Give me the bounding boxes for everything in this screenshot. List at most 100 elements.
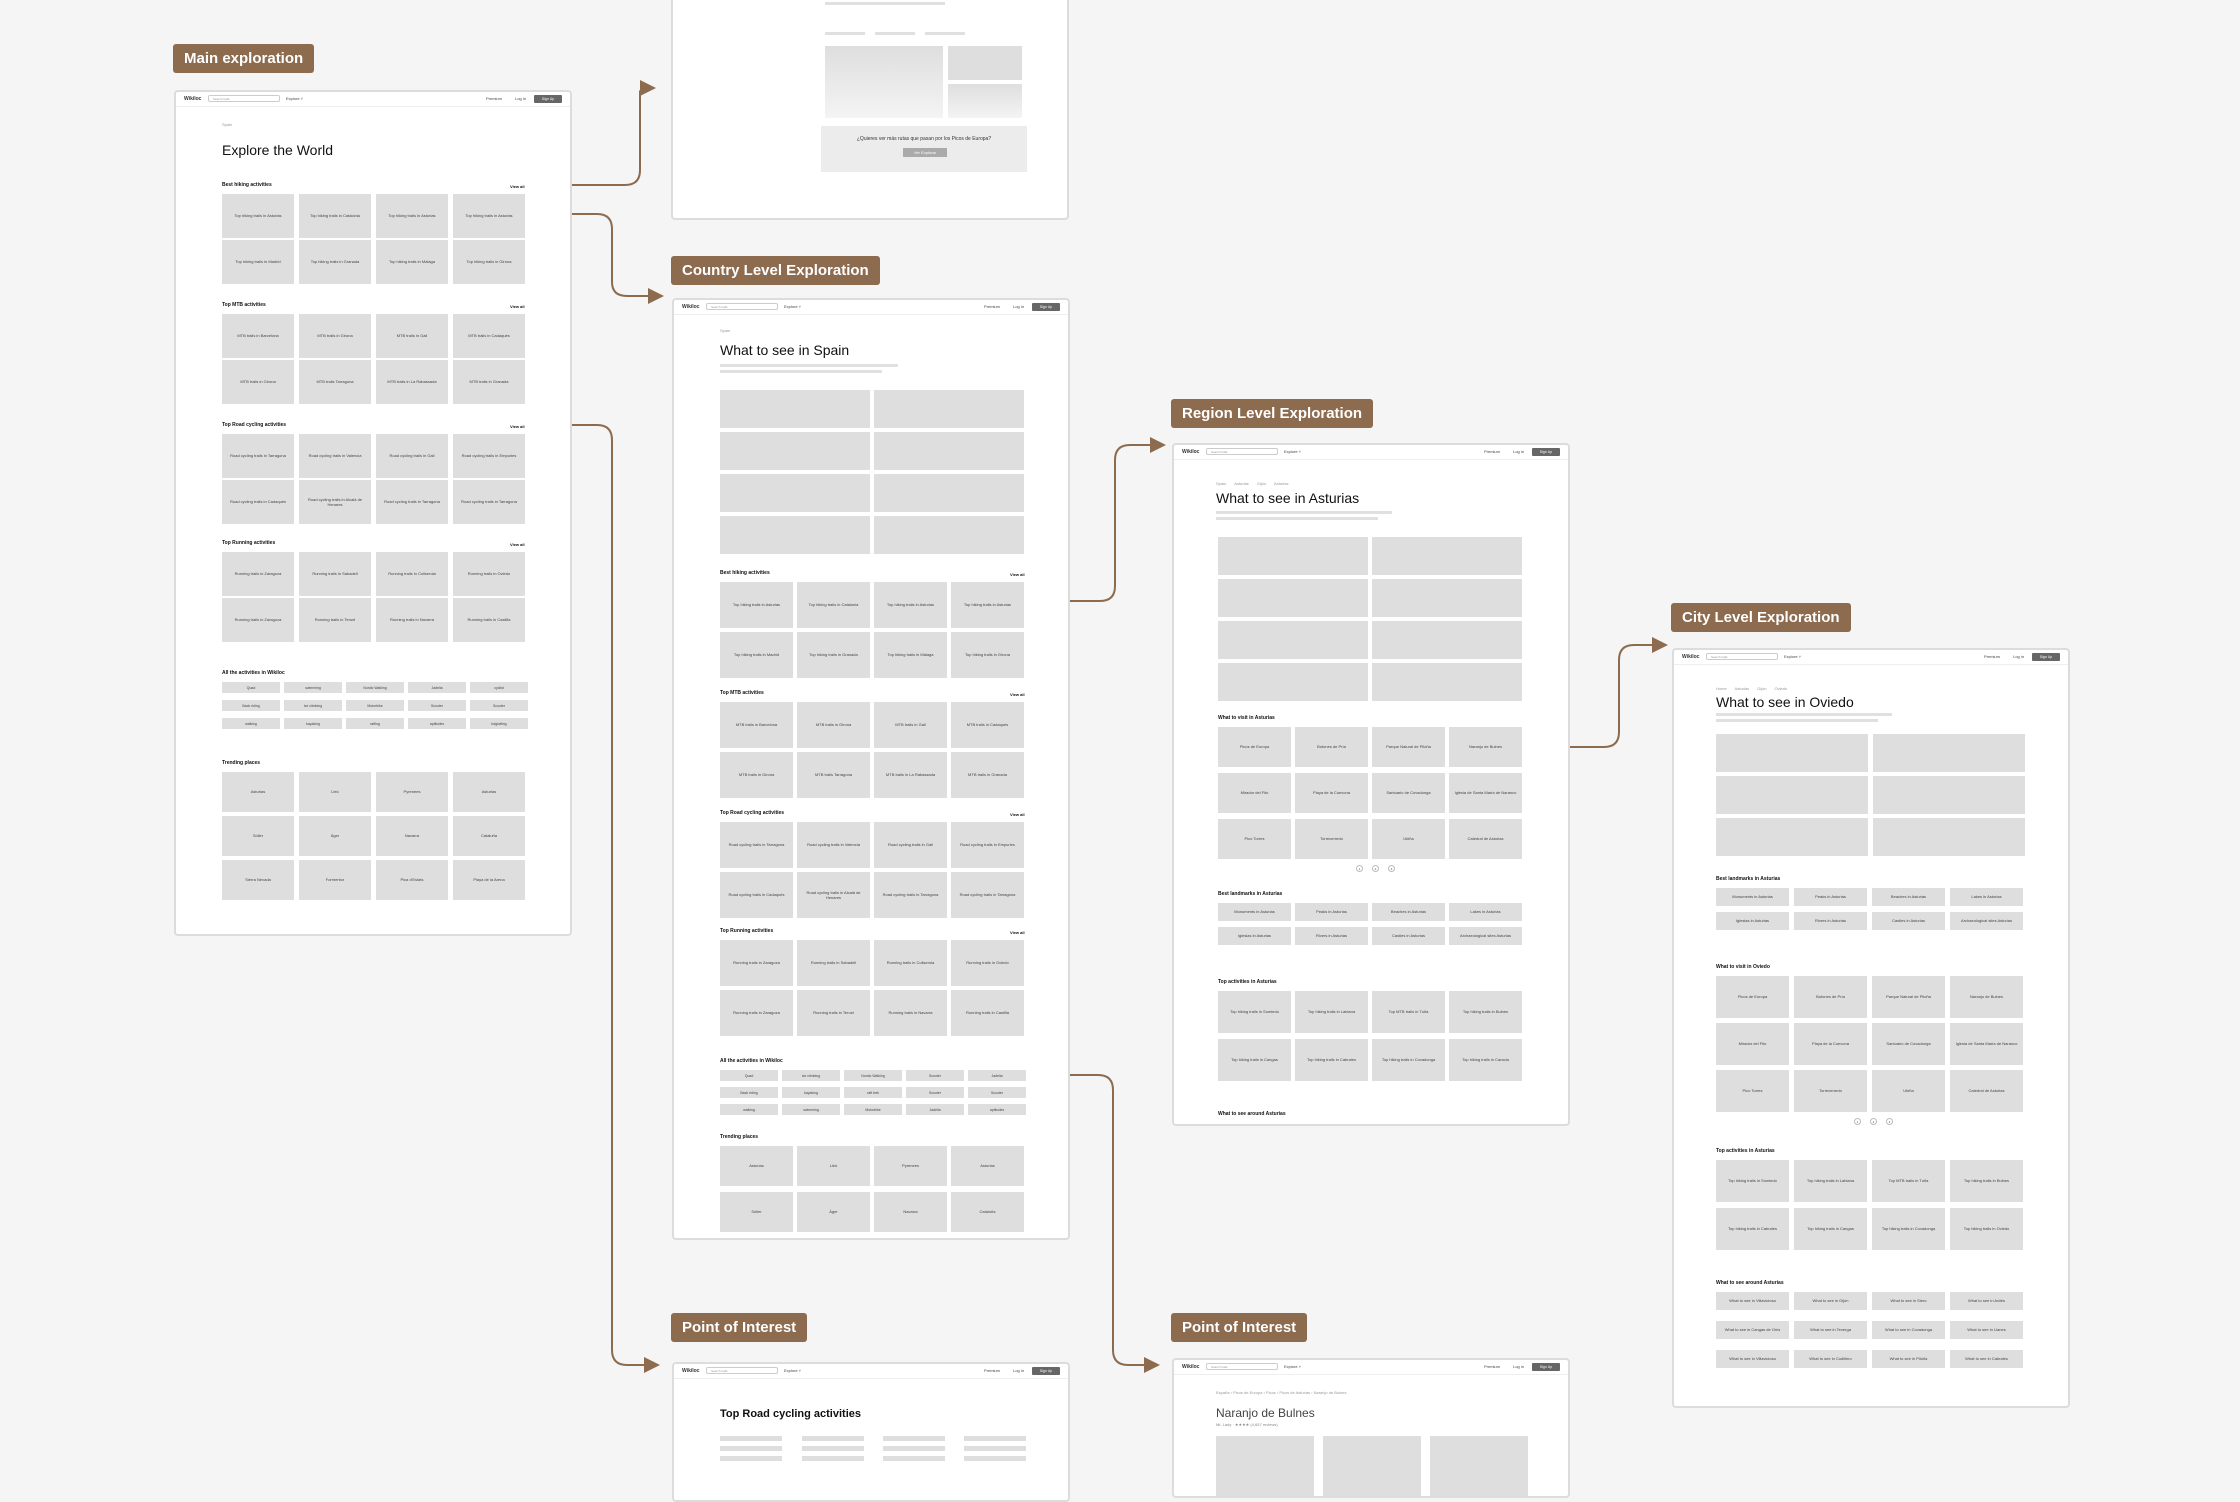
activity-chip[interactable]: aptitudes [968, 1104, 1026, 1115]
tile-mtb[interactable]: MTB trails in Granada [453, 360, 525, 404]
tile-road[interactable]: Road cycling trails in Tarragona [222, 434, 294, 478]
tile-place[interactable]: Iglesia de Santa María de Naranco [1950, 1023, 2023, 1065]
pagination-dot[interactable]: 2 [1372, 865, 1379, 872]
login-link[interactable]: Log in [1013, 304, 1024, 309]
breadcrumb-item[interactable]: Spain [1216, 481, 1227, 486]
tile-activity[interactable]: Top hiking trails in Oviedo [1950, 1208, 2023, 1250]
tile-place[interactable]: Playa de la Cuevona [1295, 773, 1368, 813]
tile-place[interactable]: Parque Natural de Piloña [1872, 976, 1945, 1018]
breadcrumb[interactable]: Spain [720, 328, 731, 333]
pagination-dot[interactable]: 1 [1356, 865, 1363, 872]
explore-menu[interactable]: Explore ˅ [1784, 654, 1802, 659]
activity-chip[interactable]: kayaking [782, 1087, 840, 1098]
tile-mtb[interactable]: MTB trails in La Rabassada [376, 360, 448, 404]
tile-running[interactable]: Running trails in Collserola [376, 552, 448, 596]
breadcrumb-item[interactable]: Oviedo [1774, 686, 1788, 691]
tile-trending[interactable]: Lleó [797, 1146, 870, 1186]
tile-around[interactable]: What to see in Avilés [1950, 1292, 2023, 1310]
tile-road[interactable]: Road cycling trails in Gali [874, 822, 947, 868]
activity-chip[interactable]: Jadelia [408, 682, 466, 693]
activity-chip[interactable]: Back riding [720, 1087, 778, 1098]
tile-landmark[interactable]: Monuments in Asturias [1716, 888, 1789, 906]
tile-around[interactable]: What to see in Cudillero [1794, 1350, 1867, 1368]
tile-around[interactable]: What to see in Teverga [1794, 1321, 1867, 1339]
breadcrumb-item[interactable]: Asturias [1234, 481, 1249, 486]
tile-mtb[interactable]: MTB trails in Barcelona [222, 314, 294, 358]
tile-trending[interactable]: Asturias [720, 1146, 793, 1186]
tile-place[interactable]: Catedral de Asturias [1449, 819, 1522, 859]
tile-around[interactable]: What to see in Villaviciosa [1716, 1292, 1789, 1310]
login-link[interactable]: Log in [1513, 1364, 1524, 1369]
search-input[interactable]: Search trails [1206, 1363, 1278, 1370]
tile-around[interactable]: What to see in Siero [1872, 1292, 1945, 1310]
breadcrumb[interactable]: Spain [222, 122, 233, 127]
view-all-link[interactable]: View all [1010, 572, 1025, 577]
tile-landmark[interactable]: Castles in Asturias [1372, 927, 1445, 945]
tile-trending[interactable]: Cataluña [951, 1192, 1024, 1232]
tile-place[interactable]: Torrecerredo [1295, 819, 1368, 859]
tile-hiking[interactable]: Top hiking trails in Girona [453, 240, 525, 284]
search-input[interactable]: Search trails [706, 303, 778, 310]
tile-hiking[interactable]: Top hiking trails in Asturias [453, 194, 525, 238]
tile-activity[interactable]: Top hiking trails in Labiana [1295, 991, 1368, 1033]
tile-hiking[interactable]: Top hiking trails in Granada [797, 632, 870, 678]
tile-road[interactable]: Road cycling trails in Tarragona [376, 480, 448, 524]
tile-around[interactable]: What to see in Cabrales [1950, 1350, 2023, 1368]
tile-hiking[interactable]: Top hiking trails in Asturias [720, 582, 793, 628]
tile-mtb[interactable]: MTB trails in La Rabassada [874, 752, 947, 798]
activity-chip[interactable]: Scooter [906, 1070, 964, 1081]
pagination-dot[interactable]: 3 [1886, 1118, 1893, 1125]
tile-hiking[interactable]: Top hiking trails in Asturias [376, 194, 448, 238]
breadcrumb-item[interactable]: Asturias [1274, 481, 1289, 486]
signup-button[interactable]: Sign Up [1532, 1363, 1560, 1371]
tile-road[interactable]: Road cycling trails in Cadaqués [720, 872, 793, 918]
pagination-dot[interactable]: 3 [1388, 865, 1395, 872]
tile-activity[interactable]: Top hiking trails in Covadonga [1372, 1039, 1445, 1081]
activity-chip[interactable]: Scooter [968, 1087, 1026, 1098]
tile-running[interactable]: Running trails in Teruel [797, 990, 870, 1036]
tile-landmark[interactable]: Beaches in Asturias [1872, 888, 1945, 906]
tile-road[interactable]: Road cycling trails in Tarragona [720, 822, 793, 868]
tile-mtb[interactable]: MTB trails in Granada [951, 752, 1024, 798]
tile-landmark[interactable]: Peaks in Asturias [1295, 903, 1368, 921]
activity-chip[interactable]: Nordic Walking [346, 682, 404, 693]
login-link[interactable]: Log in [1513, 449, 1524, 454]
tile-road[interactable]: Road cycling trails in Alcalá de Henares [299, 480, 371, 524]
tile-trending[interactable]: Pica d'Estats [376, 860, 448, 900]
tile-trending[interactable]: Sóller [222, 816, 294, 856]
premium-link[interactable]: Premium [1483, 449, 1500, 454]
tile-place[interactable]: Naranjo de Bulnes [1950, 976, 2023, 1018]
signup-button[interactable]: Sign Up [1032, 1367, 1060, 1375]
view-all-link[interactable]: View all [510, 304, 525, 309]
tile-trending[interactable]: Sierra Nevada [222, 860, 294, 900]
search-input[interactable]: Search trails [1706, 653, 1778, 660]
explore-menu[interactable]: Explore ˅ [286, 96, 304, 101]
tile-hiking[interactable]: Top hiking trails in Granada [299, 240, 371, 284]
tile-mtb[interactable]: MTB trails in Girona [299, 314, 371, 358]
activity-chip[interactable]: Scooter [470, 700, 528, 711]
activity-chip[interactable]: Motorbike [346, 700, 404, 711]
activity-chip[interactable]: ice climbing [284, 700, 342, 711]
tile-activity[interactable]: Top hiking trails in Somiedo [1716, 1160, 1789, 1202]
activity-chip[interactable]: kayaking [284, 718, 342, 729]
tile-activity[interactable]: Top hiking trails in Cangas [1218, 1039, 1291, 1081]
tile-landmark[interactable]: Beaches in Asturias [1372, 903, 1445, 921]
tile-trending[interactable]: Cataluña [453, 816, 525, 856]
activity-chip[interactable]: walking [222, 718, 280, 729]
search-input[interactable]: Search trails [208, 95, 280, 102]
pagination-dot[interactable]: 1 [1854, 1118, 1861, 1125]
tile-activity[interactable]: Top hiking trails in Covadonga [1872, 1208, 1945, 1250]
tile-landmark[interactable]: Lakes in Asturias [1950, 888, 2023, 906]
pagination-dot[interactable]: 2 [1870, 1118, 1877, 1125]
tile-place[interactable]: Santuario de Covadonga [1372, 773, 1445, 813]
tile-activity[interactable]: Top hiking trails in Bulnes [1449, 991, 1522, 1033]
tile-trending[interactable]: Sóller [720, 1192, 793, 1232]
tile-around[interactable]: What to see in Villaviciosa [1716, 1350, 1789, 1368]
tile-around[interactable]: What to see in Piloña [1872, 1350, 1945, 1368]
tile-place[interactable]: Bufones de Pría [1295, 727, 1368, 767]
tile-around[interactable]: What to see in Covadonga [1872, 1321, 1945, 1339]
tile-hiking[interactable]: Top hiking trails in Catalonia [299, 194, 371, 238]
tile-running[interactable]: Running trails in Collserola [874, 940, 947, 986]
tile-mtb[interactable]: MTB trails in Cadaqués [453, 314, 525, 358]
tile-hiking[interactable]: Top hiking trails in Asturias [222, 194, 294, 238]
